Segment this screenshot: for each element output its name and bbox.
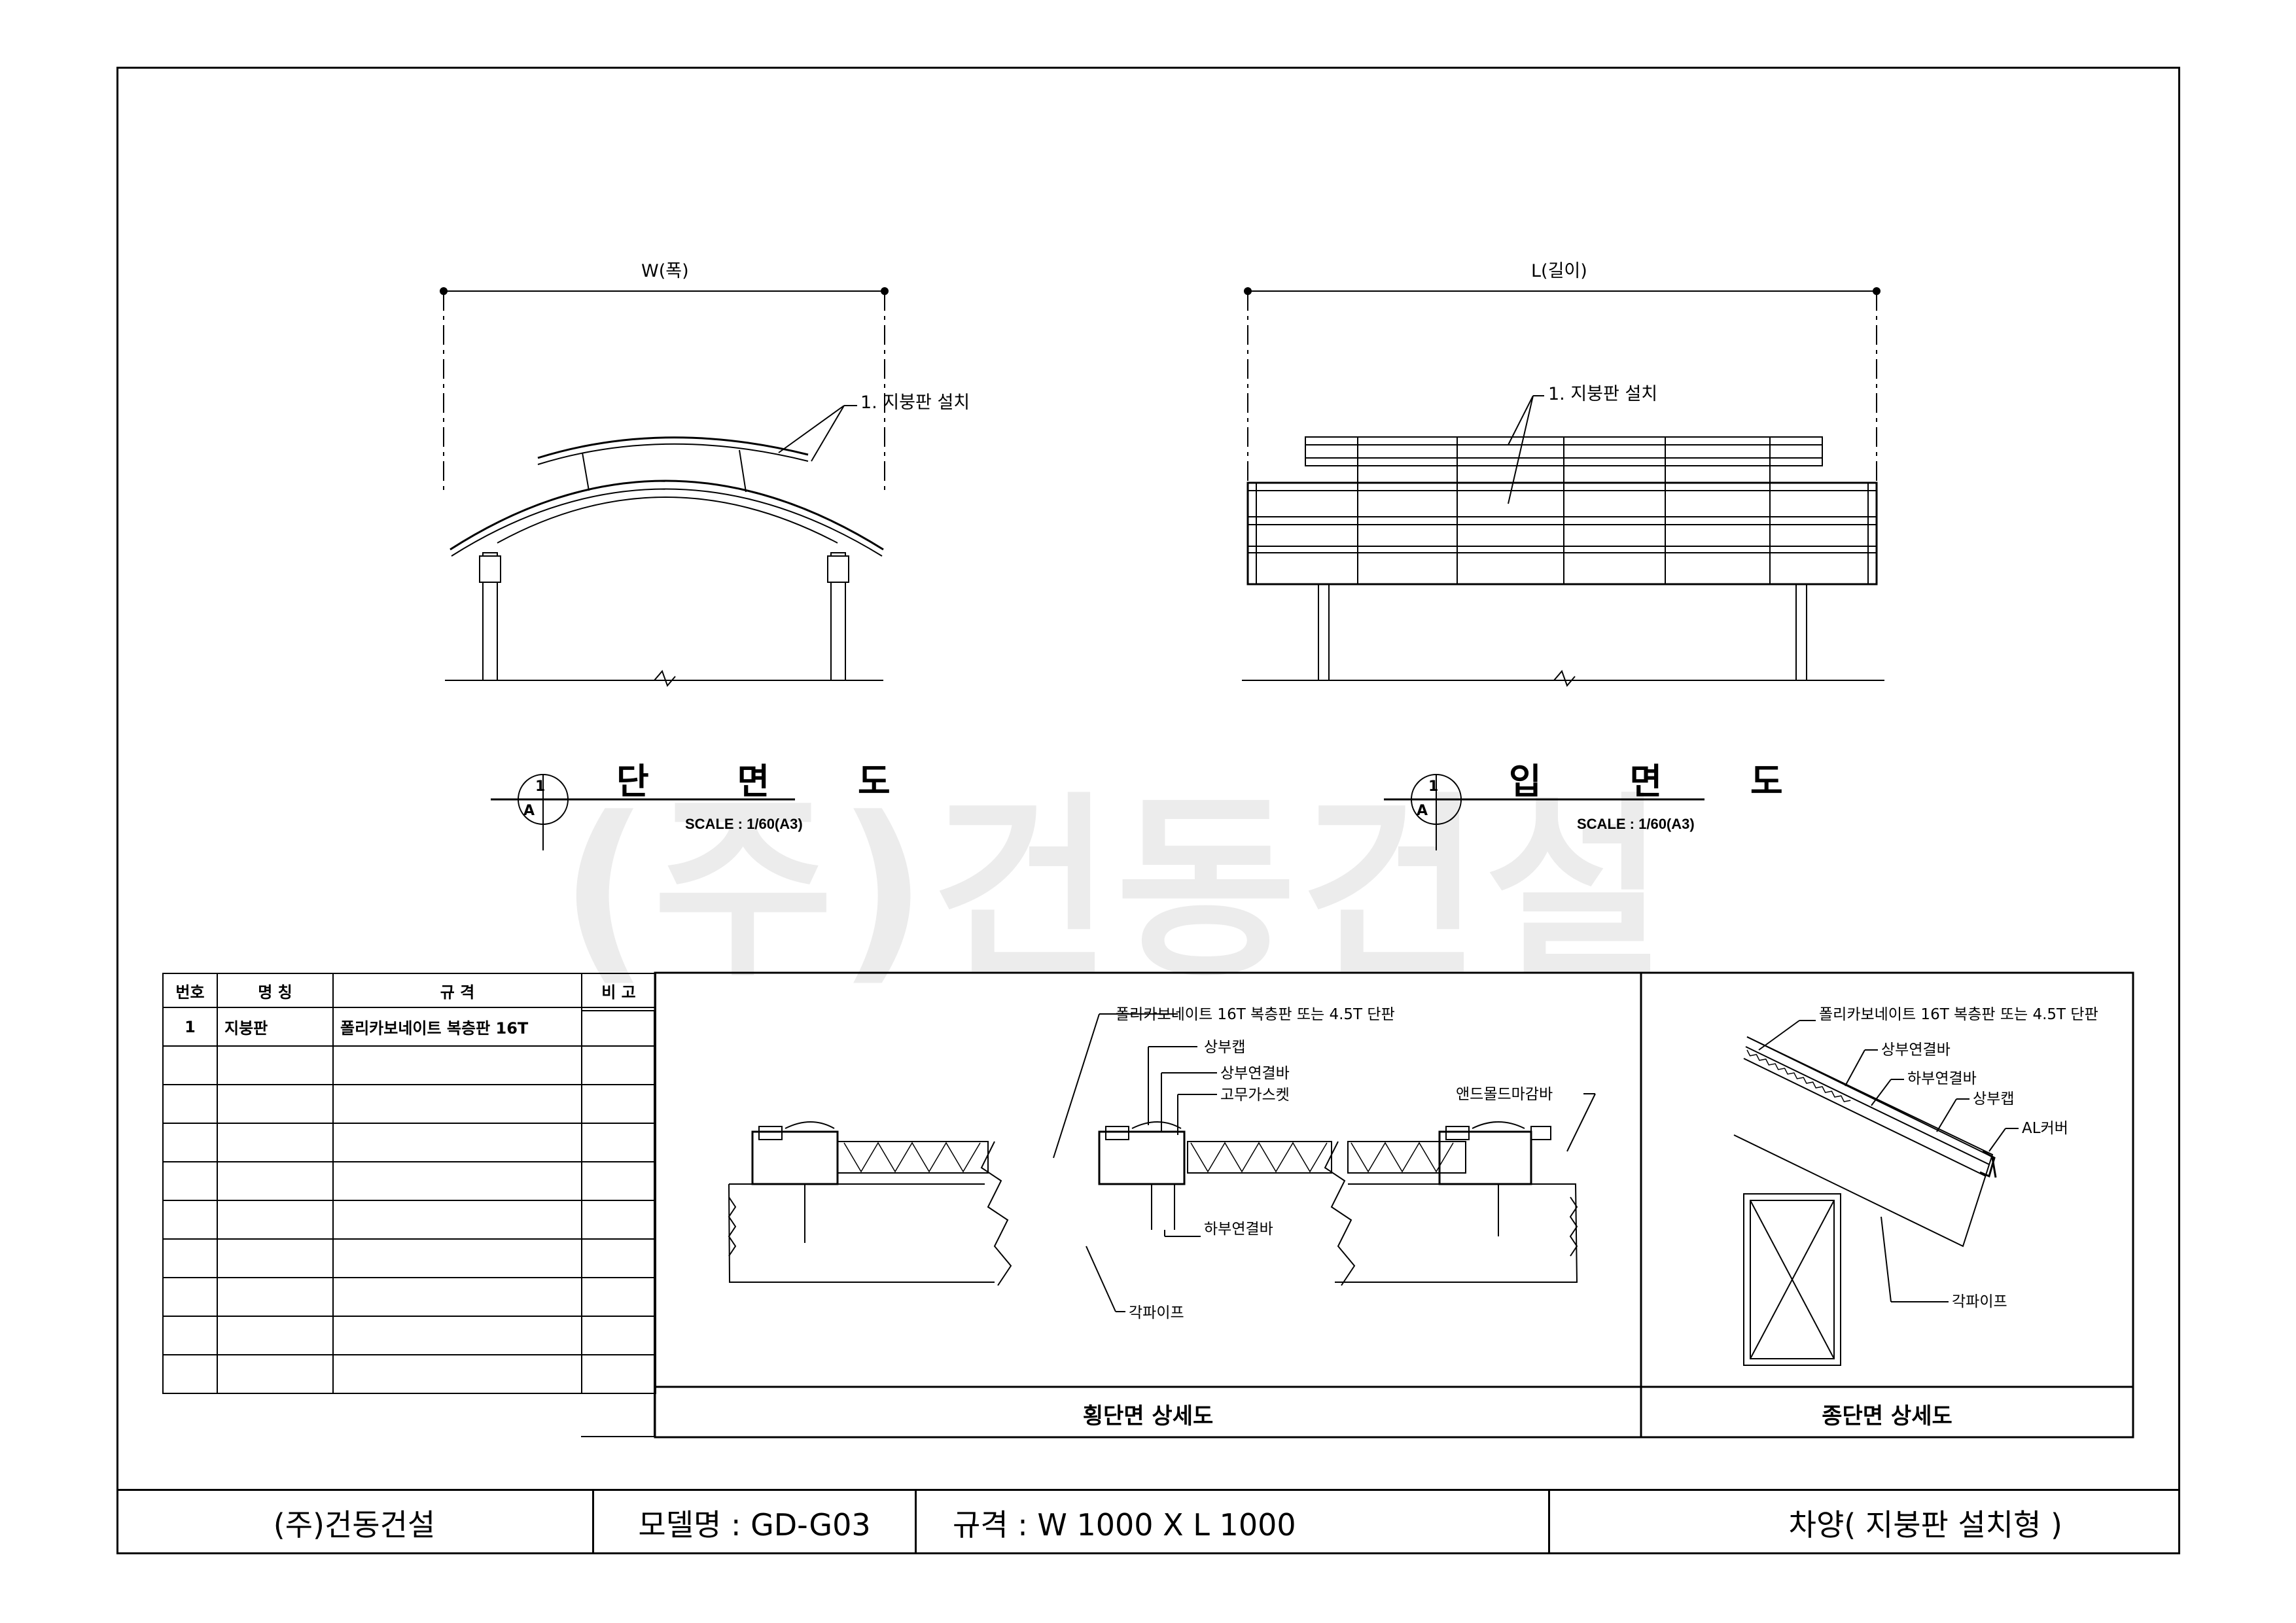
table-row bbox=[162, 1277, 656, 1317]
watermark: (주)건동건설 bbox=[559, 775, 1670, 1003]
row-no bbox=[162, 1277, 218, 1317]
long-label-al-cover: AL커버 bbox=[2022, 1120, 2068, 1137]
section-view-scale: SCALE : 1/60(A3) bbox=[685, 816, 803, 832]
header-name: 명 칭 bbox=[217, 973, 334, 1008]
row-no bbox=[162, 1084, 218, 1124]
row-name bbox=[217, 1123, 334, 1162]
row-no bbox=[162, 1316, 218, 1355]
table-row bbox=[162, 1084, 656, 1124]
row-spec bbox=[332, 1200, 582, 1240]
title-block-company: (주)건동건설 bbox=[116, 1491, 594, 1554]
parts-table-note-column bbox=[581, 1010, 655, 1437]
elevation-view-title: 입 면 도 bbox=[1509, 761, 1821, 802]
row-no bbox=[162, 1161, 218, 1201]
row-note bbox=[581, 1316, 656, 1355]
row-spec bbox=[332, 1045, 582, 1085]
width-dimension-label: W(폭) bbox=[641, 261, 689, 281]
title-bubble-elevation bbox=[1384, 774, 1704, 850]
header-note: 비 고 bbox=[581, 973, 656, 1008]
row-no bbox=[162, 1354, 218, 1394]
elevation-bubble-top: 1 bbox=[1428, 778, 1439, 795]
parts-table-header: 번호 명 칭 규 격 비 고 bbox=[162, 973, 656, 1008]
header-no: 번호 bbox=[162, 973, 218, 1008]
elevation-view-scale: SCALE : 1/60(A3) bbox=[1577, 816, 1695, 832]
row-spec bbox=[332, 1084, 582, 1124]
row-note bbox=[581, 1007, 656, 1047]
section-bubble-bottom: A bbox=[523, 803, 535, 819]
row-name bbox=[217, 1354, 334, 1394]
row-note bbox=[581, 1354, 656, 1394]
row-name bbox=[217, 1045, 334, 1085]
row-spec bbox=[332, 1123, 582, 1162]
cross-label-end-mold: 앤드몰드마감바 bbox=[1456, 1086, 1553, 1103]
drawing-frame bbox=[116, 67, 2180, 1554]
table-row bbox=[162, 1316, 656, 1355]
row-no bbox=[162, 1238, 218, 1278]
row-spec: 폴리카보네이트 복층판 16T bbox=[332, 1007, 582, 1047]
long-label-top-cap: 상부캡 bbox=[1973, 1091, 2015, 1108]
cross-label-pipe: 각파이프 bbox=[1129, 1304, 1184, 1321]
cross-label-top-bar: 상부연결바 bbox=[1220, 1065, 1290, 1082]
long-label-top-bar: 상부연결바 bbox=[1881, 1041, 1951, 1058]
long-label-pipe: 각파이프 bbox=[1952, 1293, 2007, 1310]
row-note bbox=[581, 1084, 656, 1124]
row-spec bbox=[332, 1238, 582, 1278]
row-name bbox=[217, 1161, 334, 1201]
long-section-detail-drawing bbox=[1733, 1020, 2019, 1366]
table-row bbox=[162, 1354, 656, 1394]
length-dimension-label: L(길이) bbox=[1531, 261, 1587, 281]
row-no bbox=[162, 1200, 218, 1240]
table-row bbox=[162, 1200, 656, 1240]
long-section-detail-title: 종단면 상세도 bbox=[1822, 1403, 1952, 1429]
cross-label-bottom-bar: 하부연결바 bbox=[1204, 1221, 1273, 1238]
long-label-panel: 폴리카보네이트 16T 복층판 또는 4.5T 단판 bbox=[1819, 1006, 2098, 1023]
row-note bbox=[581, 1123, 656, 1162]
row-name: 지붕판 bbox=[217, 1007, 334, 1047]
detail-boxes bbox=[654, 971, 2134, 1439]
title-block: (주)건동건설 모델명 : GD-G03 규격 : W 1000 X L 100… bbox=[116, 1489, 2180, 1554]
row-spec bbox=[332, 1161, 582, 1201]
row-name bbox=[217, 1277, 334, 1317]
title-block-product: 차양( 지붕판 설치형 ) bbox=[1788, 1507, 2062, 1543]
cross-section-detail-title: 횡단면 상세도 bbox=[1082, 1403, 1214, 1429]
table-row bbox=[162, 1045, 656, 1085]
row-note bbox=[581, 1161, 656, 1201]
row-name bbox=[217, 1238, 334, 1278]
cross-label-panel: 폴리카보네이트 16T 복층판 또는 4.5T 단판 bbox=[1116, 1006, 1395, 1023]
title-block-spec: 규격 : W 1000 X L 1000 bbox=[917, 1491, 1550, 1554]
section-view-drawing bbox=[440, 287, 889, 687]
table-row bbox=[162, 1161, 656, 1201]
row-note bbox=[581, 1200, 656, 1240]
cross-section-detail-drawing bbox=[728, 1013, 1596, 1312]
row-no bbox=[162, 1123, 218, 1162]
row-note bbox=[581, 1238, 656, 1278]
elevation-callout-label: 1. 지붕판 설치 bbox=[1548, 384, 1658, 404]
row-spec bbox=[332, 1316, 582, 1355]
row-note bbox=[581, 1045, 656, 1085]
header-spec: 규 격 bbox=[332, 973, 582, 1008]
section-view-title: 단 면 도 bbox=[616, 761, 928, 802]
row-spec bbox=[332, 1354, 582, 1394]
row-no bbox=[162, 1045, 218, 1085]
row-no: 1 bbox=[162, 1007, 218, 1047]
long-label-bottom-bar: 하부연결바 bbox=[1907, 1070, 1977, 1087]
row-name bbox=[217, 1200, 334, 1240]
row-spec bbox=[332, 1277, 582, 1317]
title-block-model: 모델명 : GD-G03 bbox=[594, 1491, 917, 1554]
row-name bbox=[217, 1084, 334, 1124]
row-name bbox=[217, 1316, 334, 1355]
title-bubble-section bbox=[491, 774, 795, 850]
row-note bbox=[581, 1277, 656, 1317]
cross-label-gasket: 고무가스켓 bbox=[1220, 1087, 1290, 1104]
elevation-bubble-bottom: A bbox=[1417, 803, 1428, 819]
table-row bbox=[162, 1123, 656, 1162]
section-bubble-top: 1 bbox=[535, 778, 546, 795]
cross-label-top-cap: 상부캡 bbox=[1204, 1039, 1246, 1056]
elevation-view-drawing bbox=[1242, 287, 1884, 687]
section-callout-label: 1. 지붕판 설치 bbox=[860, 393, 970, 413]
table-row bbox=[162, 1238, 656, 1278]
